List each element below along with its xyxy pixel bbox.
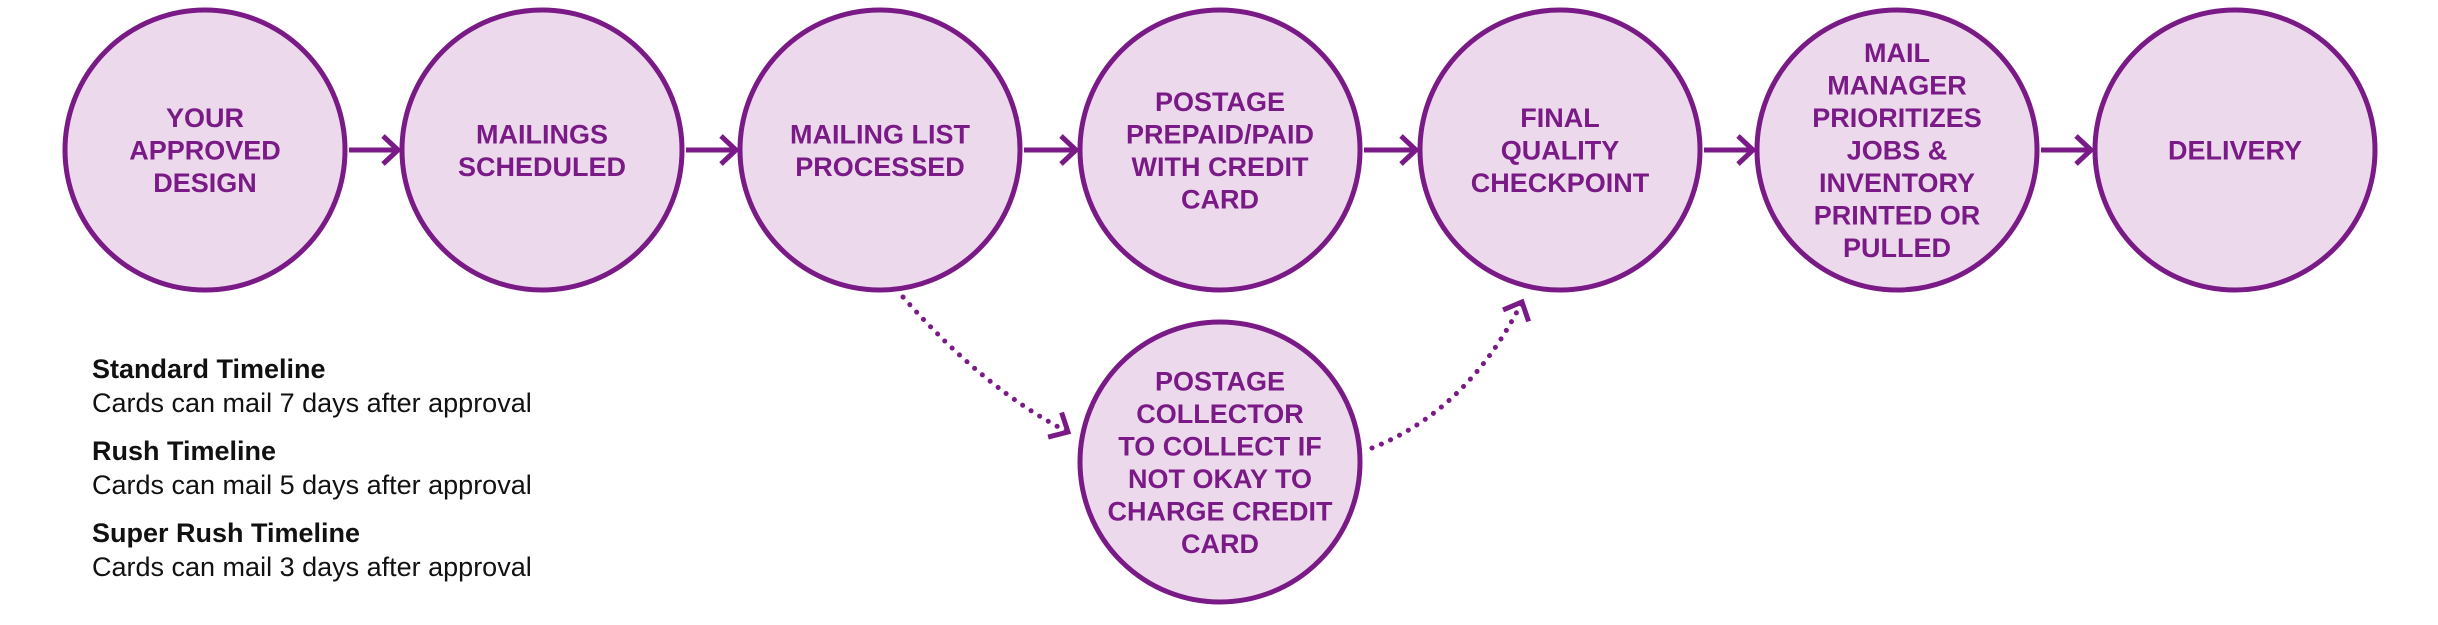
legend-title: Rush Timeline xyxy=(92,436,277,466)
node-label-line: CARD xyxy=(1181,529,1259,559)
node-label-line: INVENTORY xyxy=(1819,168,1975,198)
node-label-line: MAILINGS xyxy=(476,119,608,149)
arrow-head xyxy=(1736,134,1757,166)
node-label-line: PRIORITIZES xyxy=(1812,103,1982,133)
arrow-head xyxy=(1502,298,1531,323)
legend-description: Cards can mail 5 days after approval xyxy=(92,470,532,500)
node-label-line: COLLECTOR xyxy=(1136,399,1304,429)
node-label-line: DESIGN xyxy=(153,168,257,198)
node-circle xyxy=(1077,319,1363,605)
node-circle xyxy=(399,7,685,293)
node-label-line: CHECKPOINT xyxy=(1471,168,1650,198)
arrow-head xyxy=(2074,134,2095,166)
node-label-line: APPROVED xyxy=(129,136,281,166)
edge-mailing-list-processed-to-postage-prepaid xyxy=(1024,134,1080,166)
node-label-line: MAIL xyxy=(1864,38,1930,68)
node-delivery: DELIVERY xyxy=(2092,7,2378,293)
node-label-line: POSTAGE xyxy=(1155,87,1285,117)
dotted-arrow-line xyxy=(900,294,1071,435)
arrow-head xyxy=(381,134,402,166)
legend-description: Cards can mail 7 days after approval xyxy=(92,388,532,418)
edge-approved-design-to-mailings-scheduled xyxy=(349,134,402,166)
legend-title: Standard Timeline xyxy=(92,354,326,384)
node-circle xyxy=(1754,7,2040,293)
edge-postage-prepaid-to-final-quality-checkpoint xyxy=(1364,134,1420,166)
node-label-line: NOT OKAY TO xyxy=(1128,464,1312,494)
node-circle xyxy=(737,7,1023,293)
edges-layer xyxy=(349,134,2095,451)
legend-item-super-rush: Super Rush Timeline Cards can mail 3 day… xyxy=(92,516,792,584)
node-label-line: MANAGER xyxy=(1827,71,1967,101)
node-label-line: MAILING LIST xyxy=(790,119,970,149)
node-label-line: CARD xyxy=(1181,184,1259,214)
node-label-line: SCHEDULED xyxy=(458,152,626,182)
arrow-head xyxy=(719,134,740,166)
legend-title: Super Rush Timeline xyxy=(92,518,361,548)
edge-final-quality-checkpoint-to-mail-manager xyxy=(1704,134,1757,166)
edge-postage-collector-to-final-quality-checkpoint xyxy=(1369,298,1531,451)
node-label-line: QUALITY xyxy=(1501,136,1620,166)
edge-mailing-list-processed-to-postage-collector xyxy=(900,294,1072,440)
node-circle xyxy=(62,7,348,293)
node-label-line: YOUR xyxy=(166,103,244,133)
arrow-head xyxy=(1059,134,1080,166)
node-label-line: PREPAID/PAID xyxy=(1126,119,1314,149)
node-circle xyxy=(1417,7,1703,293)
edge-mailings-scheduled-to-mailing-list-processed xyxy=(686,134,740,166)
node-label-line: WITH CREDIT xyxy=(1132,152,1309,182)
node-label-line: PRINTED OR xyxy=(1814,201,1981,231)
node-label-line: FINAL xyxy=(1520,103,1599,133)
arrow-head xyxy=(1047,411,1072,440)
node-label-line: CHARGE CREDIT xyxy=(1107,496,1333,526)
node-label-line: PROCESSED xyxy=(795,152,965,182)
node-label-line: PULLED xyxy=(1843,233,1951,263)
edge-mail-manager-to-delivery xyxy=(2041,134,2095,166)
legend-description: Cards can mail 3 days after approval xyxy=(92,552,532,582)
node-label-line: DELIVERY xyxy=(2168,136,2302,166)
legend-item-rush: Rush Timeline Cards can mail 5 days afte… xyxy=(92,434,792,502)
node-circle xyxy=(2092,7,2378,293)
nodes-layer: YOURAPPROVEDDESIGNMAILINGSSCHEDULEDMAILI… xyxy=(62,7,2378,605)
timeline-legend: Standard Timeline Cards can mail 7 days … xyxy=(92,352,792,598)
node-label-line: POSTAGE xyxy=(1155,366,1285,396)
legend-item-standard: Standard Timeline Cards can mail 7 days … xyxy=(92,352,792,420)
dotted-arrow-line xyxy=(1369,299,1525,451)
arrow-head xyxy=(1399,134,1420,166)
node-circle xyxy=(1077,7,1363,293)
node-label-line: JOBS & xyxy=(1847,136,1948,166)
node-label-line: TO COLLECT IF xyxy=(1118,431,1322,461)
